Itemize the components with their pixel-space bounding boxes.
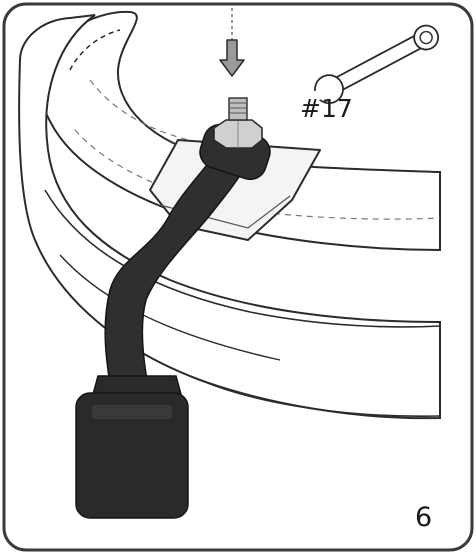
wrench-size-label: #17 xyxy=(300,94,353,123)
seatbelt-buckle xyxy=(76,376,188,518)
down-arrow-icon xyxy=(220,8,244,76)
bolt-and-nut xyxy=(214,98,262,148)
step-number: 6 xyxy=(415,502,432,533)
